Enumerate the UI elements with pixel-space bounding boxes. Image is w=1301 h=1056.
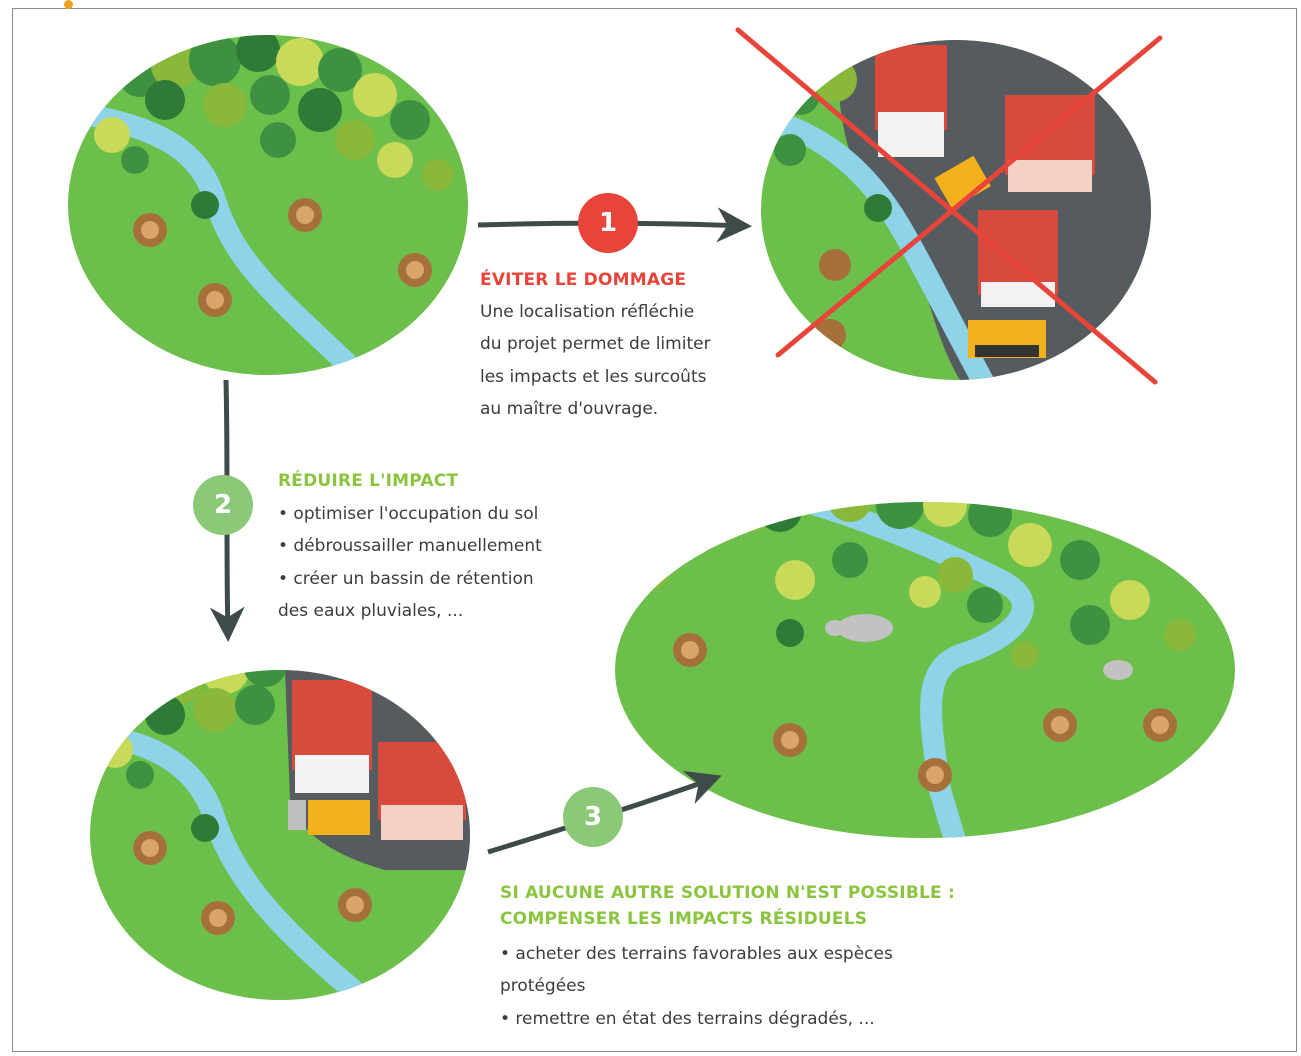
- landscape-reduced: [90, 670, 470, 1000]
- step-1-badge: 1: [578, 193, 638, 253]
- cross-out-mark: [735, 27, 1163, 385]
- step-3-title-line: COMPENSER LES IMPACTS RÉSIDUELS: [500, 909, 868, 930]
- step-3-line: • remettre en état des terrains dégradés…: [500, 1008, 875, 1029]
- step-3-title: SI AUCUNE AUTRE SOLUTION N'EST POSSIBLE …: [500, 880, 955, 933]
- step-3-line: protégées: [500, 976, 586, 997]
- corner-marker: [64, 0, 73, 9]
- house-icon: [292, 680, 466, 840]
- step-3-title-line: SI AUCUNE AUTRE SOLUTION N'EST POSSIBLE …: [500, 883, 955, 903]
- step-1-title: ÉVITER LE DOMMAGE: [480, 270, 687, 290]
- diagram-frame: [12, 8, 1297, 1052]
- step-1-line: au maître d'ouvrage.: [480, 398, 659, 419]
- step-3-line: • acheter des terrains favorables aux es…: [500, 944, 893, 964]
- bulldozer-icon: [934, 155, 1046, 358]
- step-2-badge: 2: [193, 475, 253, 535]
- step-2-description: • optimiser l'occupation du sol • débrou…: [278, 498, 542, 627]
- step-2-title: RÉDUIRE L'IMPACT: [278, 471, 459, 491]
- step-3-badge: 3: [563, 787, 623, 847]
- step-3-description: • acheter des terrains favorables aux es…: [500, 938, 893, 1035]
- house-icon: [875, 45, 1095, 307]
- step-1-line: Une localisation réfléchie: [480, 302, 695, 322]
- rock-icon: [825, 614, 1133, 680]
- step-2-line: • créer un bassin de rétention: [278, 568, 534, 589]
- landscape-compensated: [615, 502, 1235, 838]
- bulldozer-icon: [288, 800, 370, 835]
- step-2-line: • débroussailler manuellement: [278, 536, 542, 557]
- step-1-line: les impacts et les surcoûts: [480, 366, 707, 387]
- landscape-built-crossed: [735, 27, 1163, 385]
- step-1-description: Une localisation réfléchie du projet per…: [480, 296, 711, 425]
- step-2-line: • optimiser l'occupation du sol: [278, 504, 539, 524]
- landscape-intact: [68, 35, 468, 375]
- step-2-line: des eaux pluviales, ...: [278, 600, 464, 621]
- step-1-line: du projet permet de limiter: [480, 334, 711, 355]
